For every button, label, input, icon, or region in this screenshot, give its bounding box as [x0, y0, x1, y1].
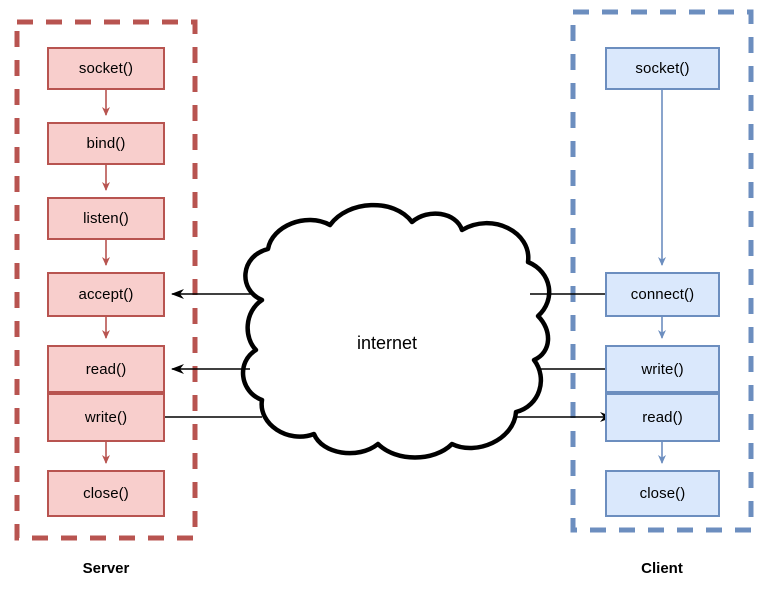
client-step-close[interactable]: close() — [605, 470, 720, 517]
client-step-connect[interactable]: connect() — [605, 272, 720, 317]
client-step-connect-label: connect() — [630, 286, 695, 303]
internet-cloud-label: internet — [356, 333, 418, 353]
server-step-close-label: close() — [83, 485, 129, 502]
server-step-listen[interactable]: listen() — [47, 197, 165, 240]
server-step-listen-label: listen() — [83, 210, 129, 227]
client-step-write[interactable]: write() — [605, 345, 720, 393]
client-step-write-label: write() — [641, 360, 684, 378]
server-step-read[interactable]: read() — [47, 345, 165, 393]
server-step-accept-label: accept() — [78, 286, 134, 303]
server-step-write-label: write() — [84, 409, 128, 426]
server-group-label: Server — [82, 560, 130, 577]
client-step-read[interactable]: read() — [605, 393, 720, 442]
client-group-label: Client — [641, 560, 683, 577]
client-boundary-rect — [570, 9, 754, 533]
server-step-bind[interactable]: bind() — [47, 122, 165, 165]
internet-cloud-shape — [240, 202, 552, 460]
server-step-write[interactable]: write() — [47, 393, 165, 442]
client-step-close-label: close() — [639, 485, 686, 502]
client-step-socket-label: socket() — [635, 60, 690, 77]
server-boundary-rect — [14, 19, 198, 541]
server-step-socket-label: socket() — [78, 60, 134, 77]
server-step-socket[interactable]: socket() — [47, 47, 165, 90]
server-step-accept[interactable]: accept() — [47, 272, 165, 317]
server-step-read-label: read() — [85, 360, 127, 378]
client-step-socket[interactable]: socket() — [605, 47, 720, 90]
server-step-bind-label: bind() — [86, 135, 126, 152]
server-step-close[interactable]: close() — [47, 470, 165, 517]
client-step-read-label: read() — [642, 409, 683, 426]
